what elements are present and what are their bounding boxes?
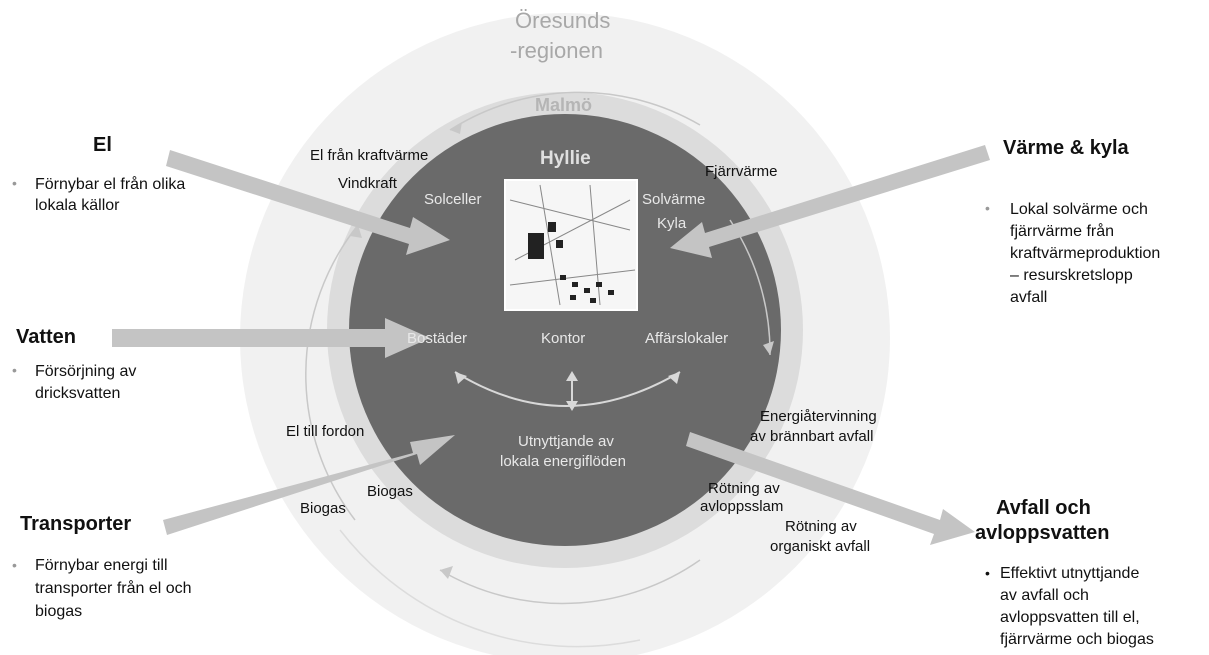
varme-text-4: – resurskretslopp bbox=[1010, 267, 1133, 284]
ring-arrow-right-head bbox=[763, 341, 774, 355]
transporter-heading: Transporter bbox=[20, 513, 132, 535]
map-buildings bbox=[528, 222, 614, 303]
hyllie-map-image bbox=[504, 179, 638, 311]
solceller-label: Solceller bbox=[424, 191, 482, 208]
el-bullet: • bbox=[12, 175, 17, 191]
malmo-label: Malmö bbox=[535, 95, 593, 115]
avfall-bullet: • bbox=[985, 565, 990, 581]
inner-curve-arrow-right-head bbox=[668, 372, 680, 384]
big-arrows bbox=[112, 145, 990, 545]
vatten-bullet: • bbox=[12, 362, 17, 378]
varme-text-3: kraftvärmeproduktion bbox=[1010, 245, 1161, 262]
avfall-heading-1: Avfall och bbox=[996, 497, 1091, 519]
varme-bullet: • bbox=[985, 200, 990, 216]
avfall-heading-2: avloppsvatten bbox=[975, 522, 1110, 544]
avfall-text-3: avloppsvatten till el, bbox=[1000, 609, 1140, 626]
ring-arrow-top-head bbox=[450, 122, 462, 134]
el-text-2: lokala källor bbox=[35, 197, 120, 214]
rotning-organiskt-label-1: Rötning av bbox=[785, 518, 857, 535]
rotning-avloppsslam-label-2: avloppsslam bbox=[700, 498, 784, 515]
affarslokaler-label: Affärslokaler bbox=[645, 330, 729, 347]
ring-arrow-top bbox=[449, 91, 701, 131]
transporter-bullet: • bbox=[12, 557, 17, 573]
varme-text-2: fjärrvärme från bbox=[1010, 223, 1115, 240]
avfall-text-1: Effektivt utnyttjande bbox=[1000, 565, 1140, 582]
energiatervinning-label-2: av brännbart avfall bbox=[750, 428, 874, 445]
transporter-text-1: Förnybar energi till bbox=[35, 557, 168, 574]
varme-text-5: avfall bbox=[1010, 289, 1048, 306]
vatten-heading: Vatten bbox=[16, 326, 77, 348]
el-fran-kraftvarme-label: El från kraftvärme bbox=[310, 147, 429, 164]
el-text-1: Förnybar el från olika bbox=[35, 176, 186, 193]
avfall-text-2: av avfall och bbox=[1000, 587, 1089, 604]
inner-vertical-arrow-bottom-head bbox=[566, 401, 578, 411]
vindkraft-label: Vindkraft bbox=[338, 175, 397, 192]
transporter-text-2: transporter från el och bbox=[35, 580, 192, 597]
hyllie-circle bbox=[349, 114, 781, 546]
bostader-label: Bostäder bbox=[407, 330, 468, 347]
solvarme-label: Solvärme bbox=[642, 191, 706, 208]
ring-arrow-bottom bbox=[439, 559, 701, 605]
vatten-text-2: dricksvatten bbox=[35, 385, 121, 402]
inner-vertical-arrow-top-head bbox=[566, 371, 578, 381]
kontor-label: Kontor bbox=[541, 330, 586, 347]
kyla-label: Kyla bbox=[657, 215, 687, 232]
rotning-avloppsslam-label-1: Rötning av bbox=[708, 480, 780, 497]
avfall-text-4: fjärrvärme och biogas bbox=[1000, 631, 1154, 648]
utnyttjande-label-1: Utnyttjande av bbox=[518, 433, 614, 450]
varme-heading: Värme & kyla bbox=[1003, 137, 1129, 159]
ring-arrow-left-head bbox=[350, 225, 362, 238]
ring-arrow-bottom-head bbox=[440, 566, 453, 579]
varme-arrow bbox=[670, 145, 990, 258]
ring-arrow-left bbox=[305, 224, 359, 521]
hyllie-title: Hyllie bbox=[540, 148, 591, 169]
outer-arrow bbox=[339, 529, 641, 648]
fjarrvarme-label: Fjärrvärme bbox=[705, 163, 778, 180]
vatten-arrow bbox=[112, 318, 430, 358]
energiatervinning-label-1: Energiåtervinning bbox=[760, 408, 877, 425]
vatten-text-1: Försörjning av bbox=[35, 363, 137, 380]
inner-curve-arrow bbox=[454, 371, 681, 407]
avfall-arrow bbox=[686, 432, 975, 545]
utnyttjande-label-2: lokala energiflöden bbox=[500, 453, 626, 470]
transporter-text-3: biogas bbox=[35, 603, 83, 620]
oresund-label-1: Öresunds bbox=[515, 8, 611, 33]
inner-curve-arrow-left-head bbox=[455, 372, 467, 384]
oresund-label-2: -regionen bbox=[510, 38, 603, 63]
el-heading: El bbox=[93, 134, 112, 156]
varme-text-1: Lokal solvärme och bbox=[1010, 201, 1148, 218]
biogas-outer-label: Biogas bbox=[300, 500, 346, 517]
el-arrow bbox=[166, 150, 450, 255]
rotning-organiskt-label-2: organiskt avfall bbox=[770, 538, 871, 555]
transporter-arrow bbox=[163, 435, 455, 535]
el-till-fordon-label: El till fordon bbox=[286, 423, 365, 440]
biogas-inner-label: Biogas bbox=[367, 483, 413, 500]
